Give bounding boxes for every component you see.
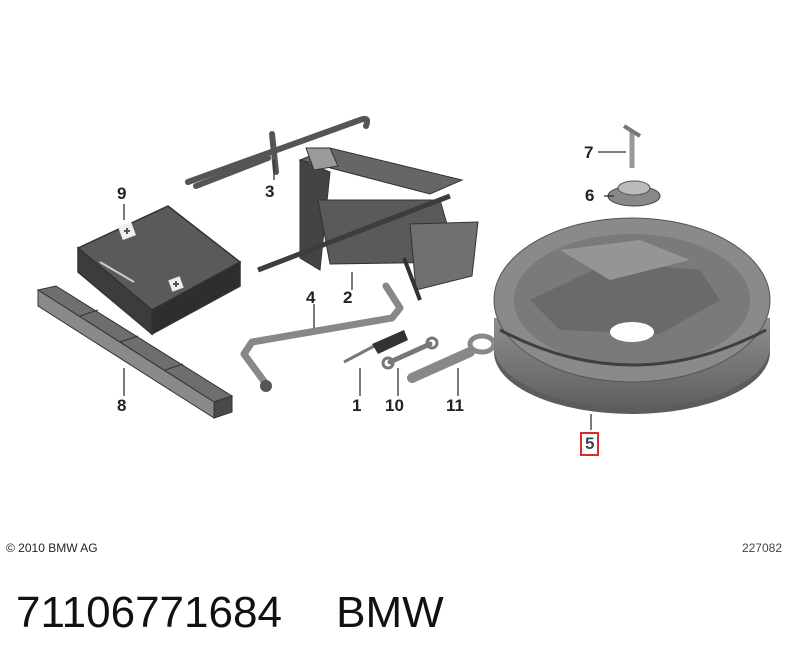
part-footer: 71106771684 BMW (16, 588, 444, 638)
brand-name: BMW (336, 588, 444, 637)
callout-5-highlighted[interactable]: 5 (580, 432, 600, 456)
leader-lines (123, 151, 626, 430)
copyright-notice: © 2010 BMW AG (6, 541, 98, 555)
callout-10[interactable]: 10 (385, 396, 404, 415)
first-aid-kit-illustration (76, 205, 242, 336)
open-wrench-illustration (381, 336, 439, 370)
part-number: 71106771684 (16, 588, 282, 637)
drawing-number: 227082 (741, 541, 782, 555)
callout-6[interactable]: 6 (585, 186, 595, 205)
callout-7[interactable]: 7 (584, 143, 594, 162)
tool-tray-illustration (493, 217, 771, 414)
callout-8[interactable]: 8 (117, 396, 127, 415)
scissor-jack-illustration (257, 147, 479, 301)
tow-bar-illustration (36, 285, 234, 419)
callout-1[interactable]: 1 (352, 396, 362, 415)
screwdriver-illustration (343, 330, 408, 364)
callout-9[interactable]: 9 (117, 184, 127, 203)
callout-3[interactable]: 3 (265, 182, 275, 201)
jack-handle-illustration (185, 115, 371, 189)
callout-4[interactable]: 4 (306, 288, 316, 307)
bolt-illustration (622, 124, 642, 168)
towing-eye-illustration (407, 333, 497, 383)
callout-2[interactable]: 2 (343, 288, 353, 307)
callout-11[interactable]: 11 (446, 396, 464, 415)
parts-diagram (36, 115, 771, 430)
wheel-wrench-illustration (240, 282, 404, 388)
cap-illustration (607, 180, 661, 207)
